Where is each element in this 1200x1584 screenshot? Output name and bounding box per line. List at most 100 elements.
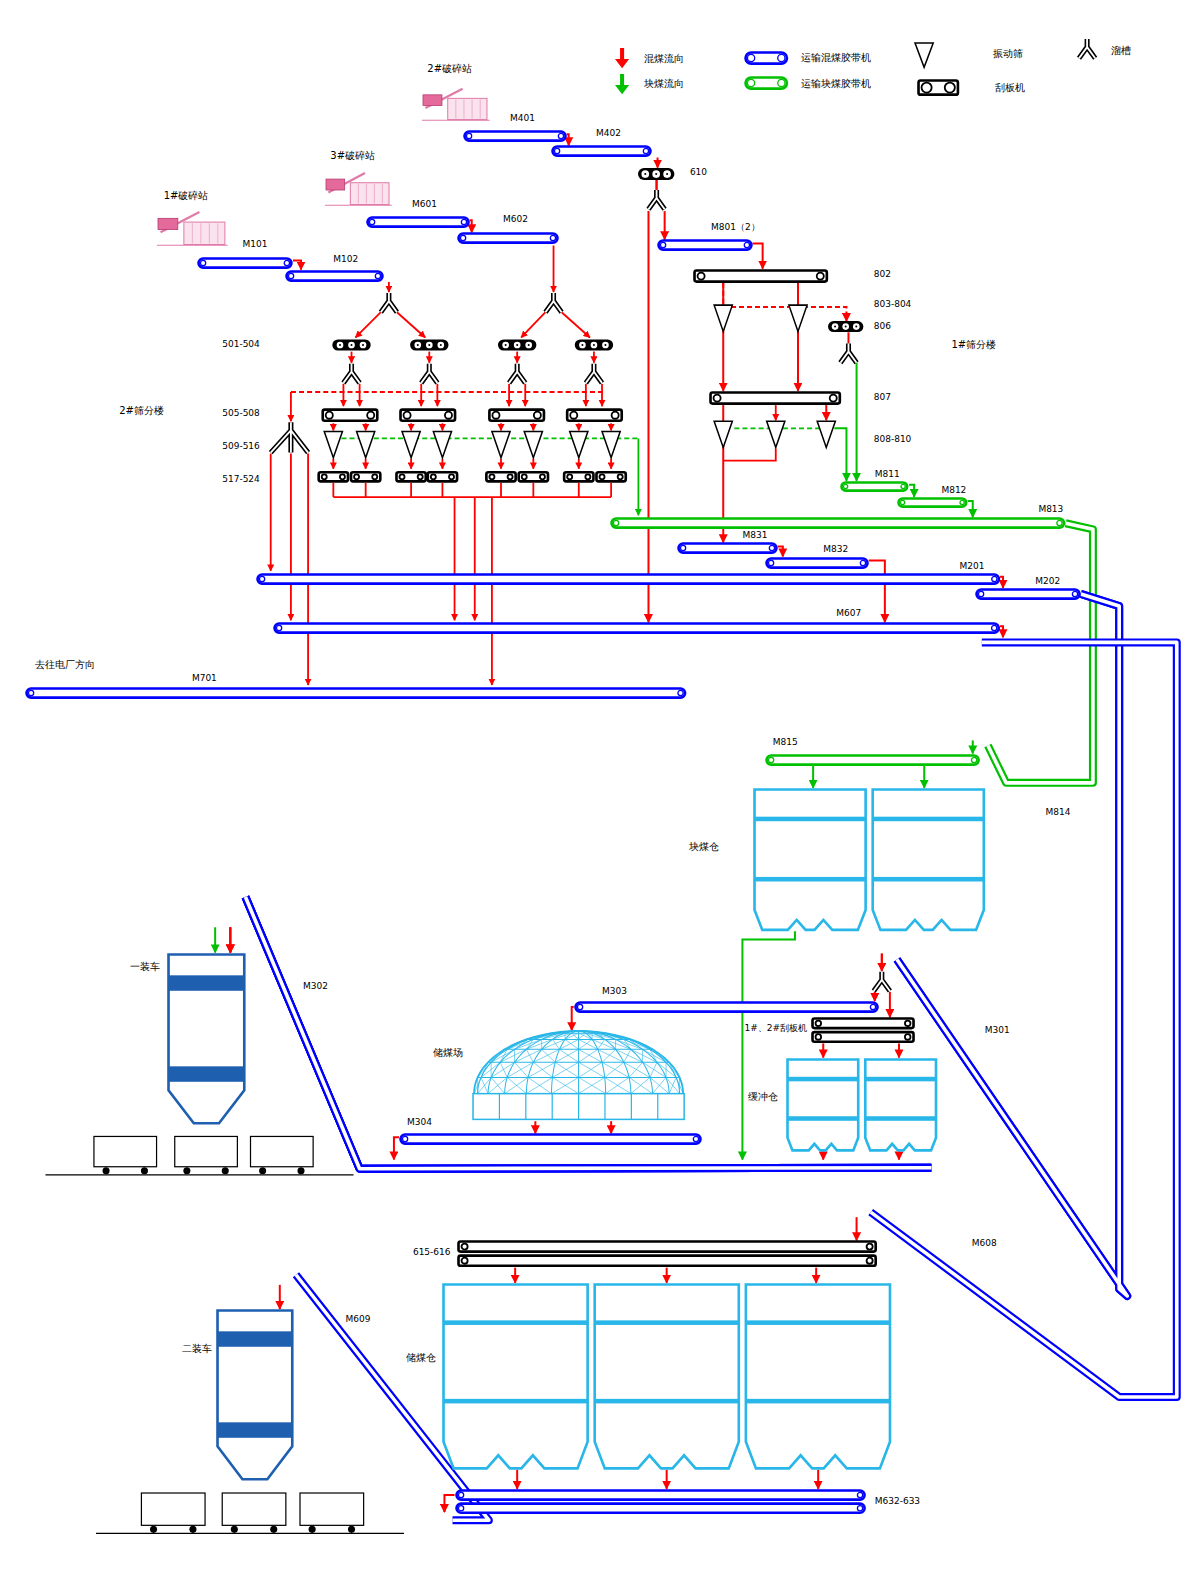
bin-outline (872, 789, 983, 929)
node-shape (273, 622, 1000, 634)
scraper-wheel (461, 1244, 467, 1250)
scraper-wheel (697, 272, 704, 279)
node-label: M801（2） (711, 223, 760, 233)
bin-outline (865, 1059, 936, 1150)
flow-line (881, 954, 883, 971)
scraper-hub (516, 344, 518, 346)
bin-band (787, 1076, 858, 1081)
legend-text: 运输块煤胶带机 (801, 78, 871, 89)
dome-lattice (526, 1078, 552, 1094)
bin-band (746, 1320, 890, 1325)
belt-roller (458, 1492, 463, 1497)
flow-arrow (365, 483, 367, 497)
node-label: 1#、2#刮板机 (745, 1024, 808, 1034)
bin-band (865, 1116, 936, 1121)
node-shape-group (157, 212, 228, 245)
scraper-wheel (905, 1034, 911, 1040)
flow-arrow (365, 423, 367, 430)
scraper-wheel (354, 474, 359, 479)
node-shape (828, 321, 863, 332)
flow-connector (567, 134, 569, 145)
rail-wheel (309, 1526, 316, 1533)
scraper-wheel (866, 1258, 872, 1264)
node-shape-group (754, 789, 983, 929)
lump-conveyor-belt: M815 (765, 754, 980, 766)
scraper-body (458, 1256, 875, 1266)
flow-line (516, 1470, 518, 1489)
scraper-body (828, 321, 863, 332)
node-label: M602 (503, 215, 528, 225)
node-shape (399, 1133, 702, 1145)
scraper-conveyor: 802 (693, 269, 828, 283)
silo-band (218, 1422, 293, 1437)
belt-body (898, 498, 966, 506)
dome-lattice (491, 1050, 514, 1063)
node-shape (463, 130, 567, 142)
vibrating-screen (714, 421, 732, 447)
dome-base-cell (551, 1094, 552, 1120)
node-shape (197, 257, 293, 269)
dome-lattice (629, 1078, 652, 1094)
node-shape (455, 1489, 866, 1514)
node-shape-group (711, 392, 840, 403)
node-shape-group (458, 1242, 875, 1266)
node-shape-group (422, 89, 490, 121)
node-shape-group (787, 1059, 935, 1150)
station-frame (382, 184, 383, 204)
flow-arrow (420, 384, 422, 406)
legend-text: 刮板机 (995, 82, 1025, 93)
node-label: M304 (407, 1118, 432, 1128)
node-label: M815 (773, 738, 798, 748)
node-shape (657, 239, 753, 251)
scraper-wheel (830, 394, 837, 401)
rail-wheel (270, 1526, 277, 1533)
part-label: 517-524 (222, 475, 260, 485)
node-shape-group (612, 519, 1065, 528)
scraper-wheel (602, 342, 609, 349)
flow-arrow (610, 423, 612, 430)
belt-roller (461, 220, 466, 225)
scraper-wheel (816, 1021, 822, 1027)
flow-arrow (359, 384, 361, 406)
flow-connector (968, 501, 973, 517)
flow-arrow (343, 384, 345, 406)
belt-body (746, 77, 787, 88)
node-shape-group (552, 147, 650, 156)
flow-arrow (333, 438, 638, 440)
node-shape (638, 168, 674, 180)
scraper-wheel (502, 342, 509, 349)
dome-lattice (592, 1040, 615, 1050)
dome-lattice (650, 1050, 669, 1063)
scraper-wheel (832, 323, 839, 330)
chute-inner (421, 364, 437, 383)
conveyor-belt: M602 (457, 232, 559, 244)
flow-connector (230, 897, 931, 1169)
node-shape (897, 497, 968, 508)
conveyor-belt: M632-633 (455, 1489, 866, 1514)
node-shape (470, 1030, 687, 1121)
node-label: M607 (836, 609, 861, 619)
station-frame (191, 223, 192, 243)
scraper-wheel (461, 1258, 467, 1264)
flow-line (815, 1268, 817, 1283)
dome-lattice (541, 1040, 564, 1050)
belt-roller (369, 220, 374, 225)
belt-inner (988, 523, 1093, 783)
belt-roller (748, 54, 755, 61)
flow-line (647, 211, 649, 622)
flow-line (797, 283, 799, 391)
belt-roller (901, 484, 905, 488)
node-shape (677, 542, 778, 554)
scraper-wheel (618, 474, 623, 479)
dome-lattice (676, 1078, 683, 1094)
belt-roller (971, 757, 976, 762)
flow-line (856, 363, 858, 481)
node-shape (574, 1001, 879, 1013)
flow-arrow (454, 497, 456, 620)
belt-inner (245, 897, 931, 1169)
scraper-hub (845, 326, 847, 328)
vibrating-screen (324, 431, 342, 457)
flow-line (972, 740, 974, 753)
flow-line (293, 261, 301, 270)
node-label: M401 (510, 114, 535, 124)
